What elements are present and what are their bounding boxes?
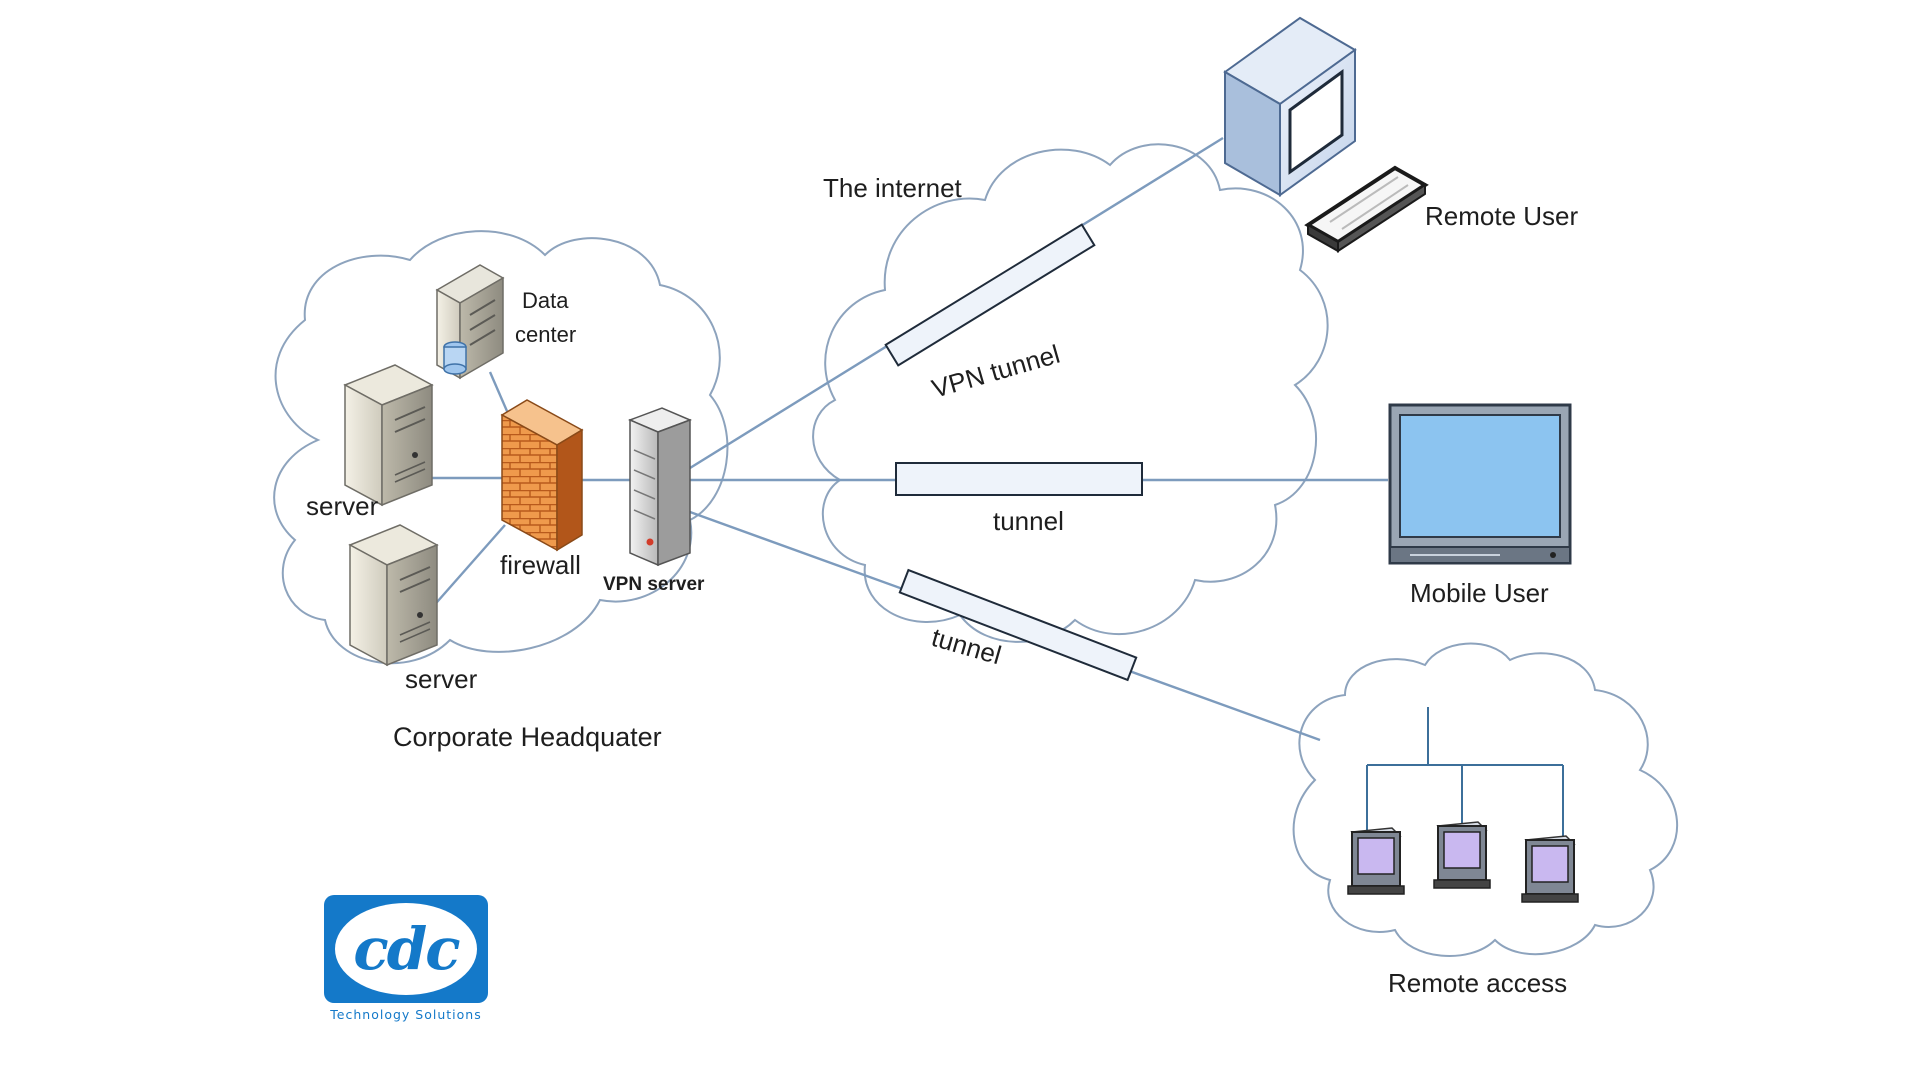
label-firewall: firewall (500, 550, 581, 580)
label-remote-access: Remote access (1388, 968, 1567, 998)
remote-pc-1-icon (1347, 827, 1405, 895)
vpn-tunnel-pipe (884, 223, 1096, 367)
label-remote-user: Remote User (1425, 201, 1578, 231)
label-vpn-server: VPN server (603, 574, 705, 595)
tunnel-pipe-bottom (898, 568, 1138, 682)
label-data-center-line2: center (515, 322, 576, 347)
vpn-server-icon (627, 407, 693, 567)
cdc-logo-badge: cdc (324, 895, 488, 1003)
server-bottom-icon (348, 524, 439, 667)
remote-pc-3-icon (1521, 835, 1579, 903)
cdc-logo: cdc Technology Solutions (324, 895, 488, 1022)
data-center-server-icon (435, 264, 505, 380)
link-datacenter-to-firewall (488, 371, 512, 419)
label-the-internet: The internet (823, 173, 963, 203)
remote-access-cloud (1292, 642, 1679, 957)
firewall-icon (500, 399, 584, 552)
label-tunnel-middle: tunnel (993, 506, 1064, 536)
remote-pc-2-icon (1433, 821, 1491, 889)
label-server-bottom: server (405, 664, 478, 694)
label-server-top: server (306, 491, 379, 521)
link-server-bottom-to-firewall (429, 524, 506, 611)
label-mobile-user: Mobile User (1410, 578, 1549, 608)
mobile-user-monitor-icon (1388, 403, 1572, 565)
label-data-center-line1: Data (522, 288, 569, 313)
keyboard-icon (1304, 165, 1429, 253)
internet-cloud (812, 143, 1329, 643)
cdc-logo-oval: cdc (335, 903, 477, 995)
remote-access-network (1366, 707, 1564, 840)
cdc-logo-mark: cdc (353, 915, 460, 983)
tunnel-pipe-middle (895, 462, 1143, 496)
server-top-icon (343, 364, 434, 507)
label-corporate-headquarter: Corporate Headquater (393, 722, 662, 752)
cdc-logo-tagline: Technology Solutions (330, 1007, 482, 1022)
remote-user-computer-icon (1223, 16, 1357, 197)
